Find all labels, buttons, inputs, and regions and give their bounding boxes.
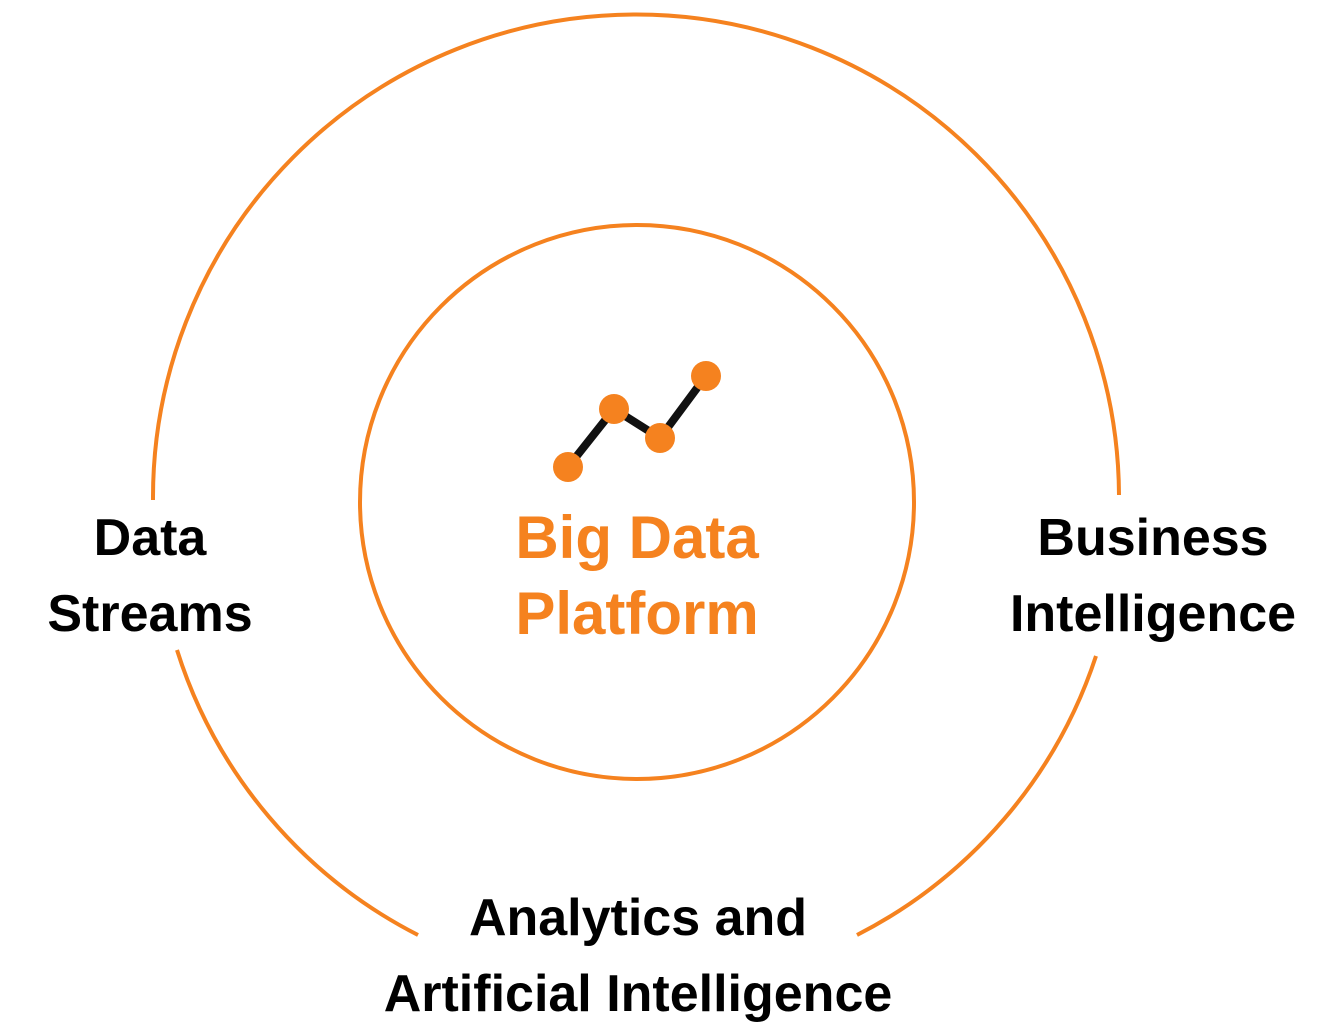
label-business-intelligence-line-2: Intelligence	[1009, 585, 1297, 643]
inner-ring	[358, 223, 916, 781]
outer-ring-arc-top	[150, 12, 1121, 501]
outer-ring-arc-bottom-left	[175, 649, 419, 937]
label-data-streams: Data Streams	[10, 500, 290, 652]
center-label-line-2: Platform	[515, 580, 759, 647]
line-chart-icon-line	[564, 372, 710, 471]
center-label-big-data-platform: Big Data Platform	[437, 500, 837, 652]
label-data-streams-line-1: Data	[93, 509, 207, 567]
line-chart-icon-point	[691, 361, 721, 391]
label-data-streams-line-2: Streams	[47, 585, 253, 643]
label-analytics-ai: Analytics and Artificial Intelligence	[318, 880, 958, 1032]
label-business-intelligence: Business Intelligence	[983, 500, 1321, 652]
outer-ring-arc-bottom-right	[856, 655, 1098, 937]
label-business-intelligence-line-1: Business	[1037, 509, 1269, 567]
label-analytics-ai-line-1: Analytics and	[468, 889, 808, 947]
line-chart-icon-point	[553, 452, 583, 482]
center-label-line-1: Big Data	[515, 504, 759, 571]
line-chart-icon-point	[599, 394, 629, 424]
line-chart-icon-point	[645, 423, 675, 453]
label-analytics-ai-line-2: Artificial Intelligence	[383, 965, 893, 1023]
line-chart-icon	[553, 361, 721, 482]
